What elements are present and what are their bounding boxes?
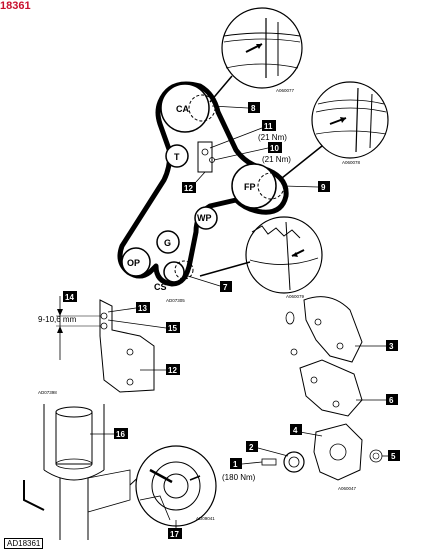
svg-text:5: 5 (391, 452, 396, 461)
svg-text:1: 1 (233, 460, 238, 469)
pulley-cs: CS (154, 260, 194, 292)
callout-1 (230, 458, 242, 469)
callout-5 (388, 450, 400, 461)
svg-text:7: 7 (223, 283, 228, 292)
pulley-label: WP (197, 213, 212, 223)
ref-code: AD07305 (166, 298, 185, 303)
magnifier-cs-mark: A060079 (245, 216, 323, 299)
ref-code: AD09041 (196, 516, 215, 521)
callout-14 (63, 291, 77, 302)
callout-13 (136, 302, 150, 313)
figure-code: AD18361 (4, 538, 44, 549)
svg-text:8: 8 (251, 104, 256, 113)
callout-4 (290, 424, 302, 435)
svg-text:12: 12 (184, 184, 193, 193)
svg-text:2: 2 (249, 443, 254, 452)
gap-note: 9-10,6 mm (38, 315, 77, 324)
pulley-fp: FP (231, 163, 285, 209)
pulley-label: G (164, 238, 171, 248)
pulley-op: OP (121, 247, 151, 277)
callout-12-lower (166, 364, 180, 375)
ref-code: AD07398 (38, 390, 57, 395)
pulley-label: CA (176, 104, 189, 114)
callout-11: 11 (21 Nm) (209, 120, 287, 149)
crank-locking-tool: 16 17 AD09041 (23, 404, 217, 540)
torque-note: (180 Nm) (222, 473, 256, 482)
tensioner-gap-detail: 14 9-10,6 mm 13 15 12 AD07398 (38, 291, 180, 395)
svg-text:17: 17 (170, 530, 179, 539)
pulley-wp: WP (194, 206, 218, 230)
pulley-label: FP (244, 182, 256, 192)
callout-6 (386, 394, 398, 405)
callout-8: 8 (211, 102, 260, 113)
tensioner-bracket (197, 141, 215, 173)
crank-pulley-assembly: 4 2 5 1 (180 Nm) A060047 (222, 423, 400, 491)
timing-cover-lower: 6 (299, 359, 398, 417)
ref-code: A060077 (276, 88, 295, 93)
pulley-g: G (156, 230, 180, 254)
magnifier-fp-mark: A060078 (311, 81, 389, 165)
timing-cover-upper: 3 (285, 296, 398, 363)
callout-3 (386, 340, 398, 351)
callout-12-top: 12 (182, 171, 206, 193)
pulley-label: OP (127, 258, 140, 268)
ref-code: A060078 (342, 160, 361, 165)
svg-text:15: 15 (168, 324, 177, 333)
callout-16 (114, 428, 128, 439)
svg-text:13: 13 (138, 304, 147, 313)
svg-text:10: 10 (270, 144, 279, 153)
ref-code: A060079 (286, 294, 305, 299)
callout-7: 7 (187, 275, 232, 292)
svg-text:11: 11 (264, 122, 273, 131)
pulley-ca: CA (160, 83, 216, 133)
image-code: 18361 (0, 0, 31, 12)
pulley-label: CS (154, 282, 167, 292)
callout-9: 9 (283, 181, 330, 192)
svg-text:16: 16 (116, 430, 125, 439)
torque-note: (21 Nm) (262, 155, 291, 164)
svg-text:14: 14 (65, 293, 74, 302)
callout-17 (168, 528, 182, 539)
callout-2 (246, 441, 258, 452)
magnifier-ca-mark: A060077 (221, 7, 303, 93)
svg-text:9: 9 (321, 183, 326, 192)
callout-15 (166, 322, 180, 333)
pulley-label: T (174, 152, 180, 162)
callout-10: 10 (21 Nm) (213, 142, 291, 164)
svg-text:4: 4 (293, 426, 298, 435)
svg-text:12: 12 (168, 366, 177, 375)
ref-code: A060047 (338, 486, 357, 491)
svg-text:6: 6 (389, 396, 394, 405)
pulley-t: T (165, 144, 189, 168)
svg-text:3: 3 (389, 342, 394, 351)
torque-note: (21 Nm) (258, 133, 287, 142)
